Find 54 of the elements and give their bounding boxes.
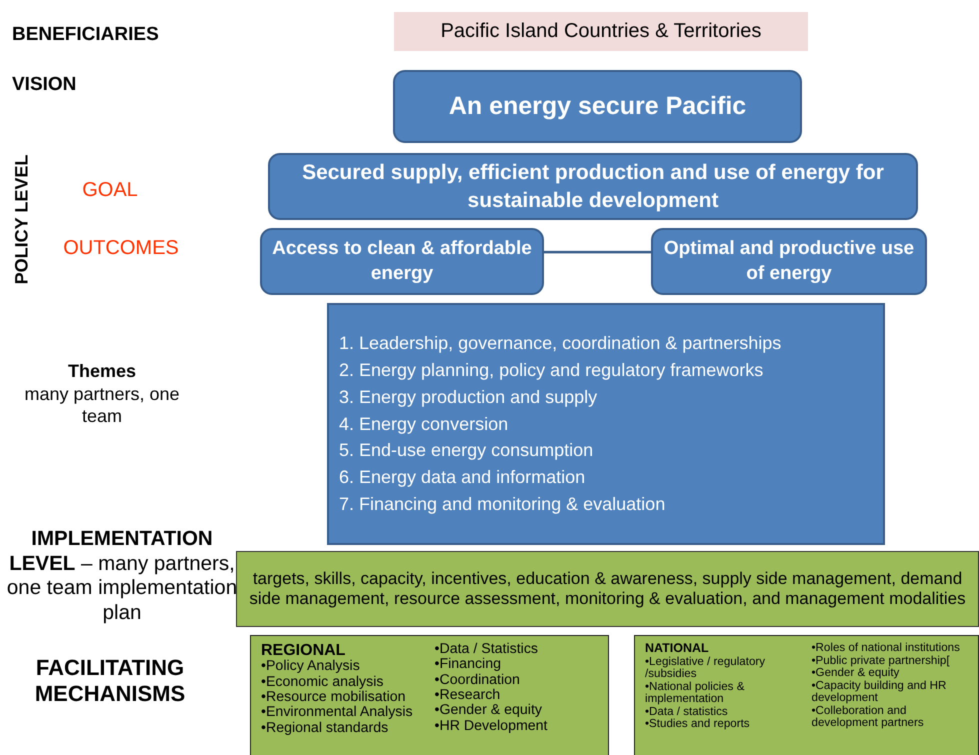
bullet-item: •Environmental Analysis bbox=[261, 705, 414, 721]
bullet-item: •Data / statistics bbox=[645, 706, 729, 718]
box-text: Optimal and productive use of energy bbox=[662, 236, 916, 286]
theme-item: 4. Energy conversion bbox=[339, 412, 510, 436]
level-label: OUTCOMES bbox=[62, 236, 180, 260]
level-label: Themes bbox=[66, 361, 138, 383]
level-label: VISION bbox=[12, 74, 76, 97]
box-text: Access to clean & affordable energy bbox=[271, 236, 533, 286]
box-text: targets, skills, capacity, incentives, education & awareness, supply side management, demand side management, resource assessment, monitoring & evaluation, and management modalities bbox=[248, 569, 967, 609]
box-text: Secured supply, efficient production and use of energy for sustainable development bbox=[301, 160, 885, 214]
level-label: BENEFICIARIES bbox=[12, 24, 159, 47]
bullet-item: •National policies & implementation bbox=[645, 680, 746, 706]
theme-item: 3. Energy production and supply bbox=[339, 386, 598, 409]
level-label: GOAL bbox=[81, 178, 139, 202]
mechanisms-box bbox=[250, 635, 609, 755]
bullet-item: •Public private partnership[ bbox=[812, 654, 951, 668]
bullet-item: •Roles of national institutions bbox=[812, 642, 961, 655]
connector-line bbox=[544, 250, 651, 254]
bullet-item: •Regional standards bbox=[261, 720, 390, 736]
level-label: POLICY LEVEL bbox=[12, 154, 32, 286]
rounded-box bbox=[393, 70, 802, 143]
implementation-box bbox=[236, 551, 979, 627]
section-heading: NATIONAL bbox=[645, 642, 710, 656]
mechanisms-box bbox=[634, 635, 979, 755]
bullet-item: •Policy Analysis bbox=[261, 659, 361, 675]
level-label: many partners, one team bbox=[23, 384, 181, 428]
beneficiary-box bbox=[394, 12, 808, 51]
bullet-item: •Financing bbox=[434, 657, 502, 673]
theme-item: 5. End-use energy consumption bbox=[339, 439, 594, 462]
level-label: IMPLEMENTATION LEVEL – many partners, one team implementation plan bbox=[6, 527, 238, 626]
rounded-box bbox=[260, 228, 544, 295]
theme-item: 7. Financing and monitoring & evaluation bbox=[339, 492, 666, 516]
bullet-item: •Coordination bbox=[434, 672, 521, 688]
bullet-item: •HR Development bbox=[434, 718, 548, 734]
box-text: An energy secure Pacific bbox=[448, 91, 746, 122]
bullet-item: •Gender & equity bbox=[812, 667, 900, 680]
bullet-item: •Colleboration and development partners bbox=[812, 704, 925, 730]
bullet-item: •Gender & equity bbox=[434, 703, 543, 719]
theme-item: 1. Leadership, governance, coordination & partnerships bbox=[339, 332, 782, 356]
rounded-box bbox=[268, 153, 918, 220]
rounded-box bbox=[651, 228, 927, 295]
themes-box bbox=[327, 303, 885, 545]
theme-item: 6. Energy data and information bbox=[339, 466, 586, 490]
box-text: Pacific Island Countries & Territories bbox=[440, 20, 762, 43]
bullet-item: •Resource mobilisation bbox=[261, 690, 407, 706]
level-label: FACILITATING MECHANISMS bbox=[34, 655, 186, 708]
bullet-item: •Economic analysis bbox=[261, 674, 384, 690]
bullet-item: •Studies and reports bbox=[645, 718, 751, 731]
theme-item: 2. Energy planning, policy and regulatory frameworks bbox=[339, 359, 764, 382]
bullet-item: •Legislative / regulatory /subsidies bbox=[645, 656, 766, 681]
bullet-item: •Research bbox=[434, 688, 502, 704]
section-heading: REGIONAL bbox=[261, 642, 346, 660]
bullet-item: •Data / Statistics bbox=[434, 642, 540, 658]
bullet-item: •Capacity building and HR development bbox=[812, 680, 948, 705]
